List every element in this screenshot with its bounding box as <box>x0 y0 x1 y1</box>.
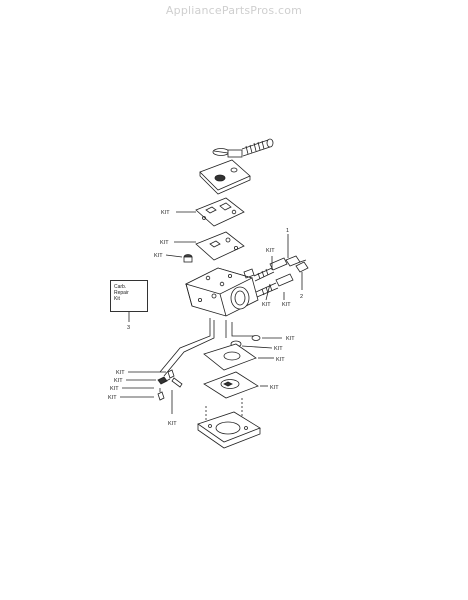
kit-label: KIT <box>282 302 291 308</box>
inlet-needle <box>165 254 193 263</box>
carb-repair-kit-box: Carb. Repair Kit <box>110 280 148 312</box>
adjust-screw <box>212 138 274 158</box>
high-speed-needle <box>255 273 294 298</box>
kit-label: KIT <box>161 210 170 216</box>
kit-label: KIT <box>114 378 123 384</box>
kit-label: KIT <box>168 421 177 427</box>
kit-box-line3: Kit <box>114 296 120 302</box>
kit-label: KIT <box>154 253 163 259</box>
assembly-guide-lines <box>159 318 256 424</box>
watermark: AppliancePartsPros.com <box>165 4 303 17</box>
kit-label: KIT <box>262 302 271 308</box>
kit-label: KIT <box>266 248 275 254</box>
kit-box-line1: Carb. <box>114 284 127 290</box>
top-gasket <box>176 197 245 227</box>
limiter-cap-1 <box>285 255 307 267</box>
ref-number-1: 1 <box>286 228 289 234</box>
welch-plug <box>251 335 282 341</box>
kit-labels: KIT KIT KIT KIT KIT KIT KIT KIT KIT KIT … <box>108 210 303 427</box>
kit-label: KIT <box>160 240 169 246</box>
pump-diaphragm <box>203 371 268 399</box>
kit-label: KIT <box>276 357 285 363</box>
kit-label: KIT <box>116 370 125 376</box>
kit-label: KIT <box>286 336 295 342</box>
limiter-cap-2 <box>295 261 309 273</box>
kit-box-line2: Repair <box>114 290 129 296</box>
kit-label: KIT <box>110 386 119 392</box>
kit-label: KIT <box>108 395 117 401</box>
pump-gasket <box>203 343 274 371</box>
top-cover-plate <box>199 159 251 195</box>
low-speed-needle <box>253 257 288 282</box>
pump-cover <box>197 411 261 449</box>
ref-number-3: 3 <box>127 325 130 331</box>
metering-diaphragm <box>174 231 245 261</box>
carburetor-body <box>184 267 259 317</box>
small-screws <box>120 369 183 414</box>
kit-label: KIT <box>270 385 279 391</box>
kit-label: KIT <box>274 346 283 352</box>
ref-number-2: 2 <box>300 294 303 300</box>
